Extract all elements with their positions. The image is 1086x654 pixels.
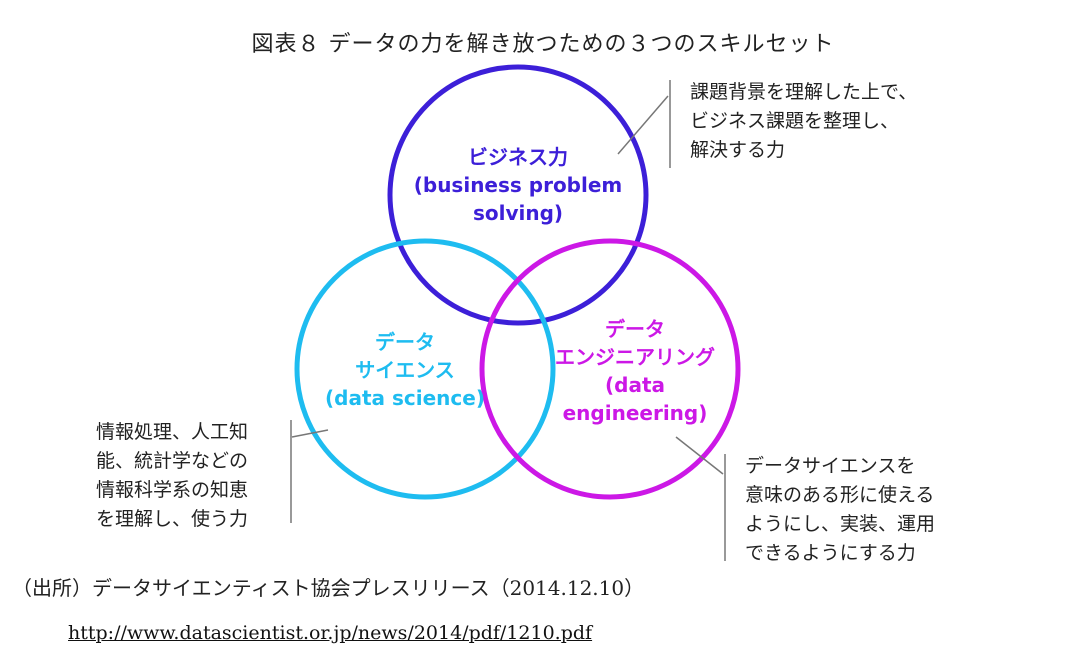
business-leader-line — [617, 95, 669, 155]
data-engineering-description-line-4: できるようにする力 — [745, 542, 916, 564]
data-engineering-description-line-2: 意味のある形に使える — [745, 484, 935, 506]
source-note: （出所）データサイエンティスト協会プレスリリース（2014.12.10） — [12, 576, 645, 600]
data-engineering-description-line-1: データサイエンスを — [745, 455, 916, 477]
data-science-description-line-1: 情報処理、人工知 — [96, 421, 249, 443]
business-label-line-1: ビジネス力 — [468, 145, 568, 169]
data-engineering-description-line-3: ようにし、実装、運用 — [745, 513, 936, 535]
business-description: 課題背景を理解した上で、 ビジネス課題を整理し、 解決する力 — [690, 78, 917, 165]
business-circle — [387, 64, 649, 326]
data-engineering-label-line-4: engineering) — [562, 401, 708, 425]
data-engineering-label: データ エンジニアリング (data engineering) — [535, 315, 735, 427]
data-engineering-label-line-3: (data — [604, 373, 665, 397]
business-description-line-2: ビジネス課題を整理し、 — [690, 110, 900, 132]
data-engineering-label-line-1: データ — [605, 317, 665, 341]
data-science-label-line-1: データ — [375, 330, 435, 354]
source-url-link[interactable]: http://www.datascientist.or.jp/news/2014… — [68, 622, 593, 644]
data-science-circle — [294, 238, 556, 500]
figure-title: 図表８ データの力を解き放つための３つのスキルセット — [251, 32, 835, 57]
data-science-label-line-2: サイエンス — [355, 358, 455, 382]
business-label: ビジネス力 (business problem solving) — [398, 143, 638, 227]
engineering-leader-line — [675, 436, 724, 475]
data-science-description-line-3: 情報科学系の知恵 — [96, 479, 249, 501]
business-description-line-1: 課題背景を理解した上で、 — [690, 81, 918, 103]
data-science-label: データ サイエンス (data science) — [300, 328, 510, 412]
data-engineering-circle — [479, 238, 741, 500]
data-science-label-line-3: (data science) — [325, 386, 485, 410]
business-label-line-3: solving) — [472, 201, 564, 225]
science-leader-line — [291, 429, 329, 438]
business-label-line-2: (business problem — [413, 173, 623, 197]
data-engineering-description: データサイエンスを 意味のある形に使える ようにし、実装、運用 できるようにする… — [745, 452, 935, 568]
business-description-line-3: 解決する力 — [690, 139, 786, 161]
data-science-description: 情報処理、人工知 能、統計学などの 情報科学系の知恵 を理解し、使う力 — [96, 418, 248, 534]
data-science-description-line-4: を理解し、使う力 — [96, 508, 249, 530]
data-engineering-label-line-2: エンジニアリング — [555, 345, 715, 369]
data-science-description-line-2: 能、統計学などの — [96, 450, 249, 472]
